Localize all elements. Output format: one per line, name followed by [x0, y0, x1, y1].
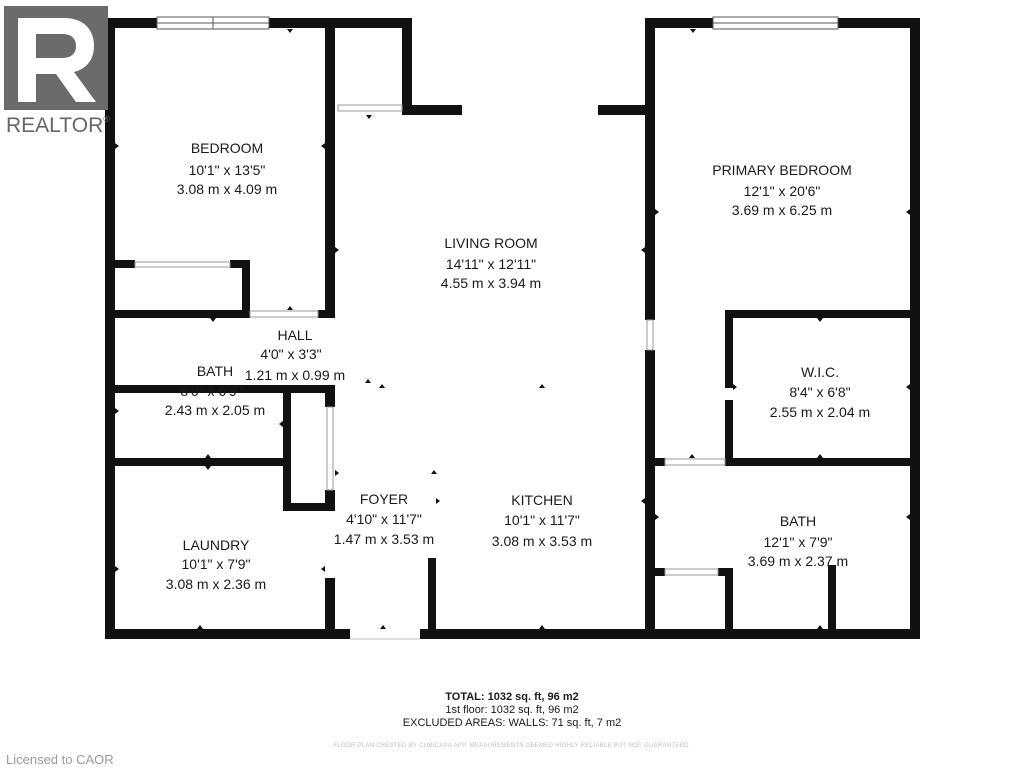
- wall-bath-top-left: [645, 458, 665, 466]
- wall-ensuite-closet-right: [725, 568, 733, 639]
- interior-walls: [105, 18, 920, 639]
- windows: [156, 16, 839, 640]
- room-name: BEDROOM: [191, 140, 263, 156]
- registered-mark: ®: [103, 114, 110, 124]
- room-dimensions-imperial: 10'1" x 11'7": [504, 512, 580, 528]
- room-dimensions-metric: 3.69 m x 6.25 m: [732, 202, 832, 218]
- wall-bedroom-bottom: [105, 310, 250, 318]
- wall-ensuite-closet-top: [645, 568, 665, 576]
- wall-primary-left-lower: [645, 350, 655, 639]
- room-dimensions-metric: 1.47 m x 3.53 m: [334, 531, 434, 547]
- room-dimensions-imperial: 14'11" x 12'11": [446, 256, 536, 272]
- floor-area: 1st floor: 1032 sq. ft, 96 m2: [445, 704, 579, 716]
- wall-bath-top: [105, 385, 332, 393]
- room-dimensions-imperial: 4'0" x 3'3": [260, 346, 321, 362]
- room-name: BATH: [780, 513, 816, 529]
- opening-living: [462, 104, 598, 116]
- room-kitchen: KITCHEN 10'1" x 11'7" 3.08 m x 3.53 m: [492, 492, 592, 549]
- room-name: BATH: [197, 363, 233, 379]
- room-foyer: FOYER 4'10" x 11'7" 1.47 m x 3.53 m: [334, 491, 434, 547]
- room-dimensions-imperial: 10'1" x 13'5": [189, 162, 266, 178]
- room-hall: HALL 4'0" x 3'3" 1.21 m x 0.99 m: [245, 327, 345, 383]
- wall-closet-top-right: [230, 260, 250, 268]
- wall-kitchen-left: [428, 558, 436, 639]
- realtor-logo: [4, 6, 108, 110]
- wall-ensuite-stub: [828, 565, 836, 639]
- room-name: KITCHEN: [511, 492, 572, 508]
- room-name: HALL: [277, 327, 312, 343]
- room-dimensions-metric: 1.21 m x 0.99 m: [245, 367, 345, 383]
- wall-wic-bottom: [725, 458, 920, 466]
- logo-r-letter: [18, 18, 96, 102]
- licensed-to: Licensed to CAOR: [6, 752, 114, 767]
- disclaimer: FLOOR PLAN CREATED BY CUBICASA APP. MEAS…: [333, 743, 691, 749]
- room-dimensions-imperial: 10'1" x 7'9": [182, 556, 251, 572]
- room-name: FOYER: [360, 491, 408, 507]
- closets: [134, 104, 726, 576]
- room-name: LIVING ROOM: [444, 235, 537, 251]
- total-label: TOTAL:: [445, 691, 485, 703]
- wall-bottom-left: [105, 629, 350, 639]
- wall-primary-left: [645, 105, 655, 320]
- room-dimensions-metric: 3.08 m x 4.09 m: [177, 181, 277, 197]
- excluded-areas: EXCLUDED AREAS: WALLS: 71 sq. ft, 7 m2: [402, 717, 622, 729]
- room-dimensions-metric: 3.08 m x 2.36 m: [166, 576, 266, 592]
- wall-laundry-right-upper: [325, 490, 335, 511]
- room-dimensions-imperial: 4'10" x 11'7": [346, 511, 422, 527]
- room-bedroom: BEDROOM 10'1" x 13'5" 3.08 m x 4.09 m: [177, 140, 277, 197]
- room-dimensions-imperial: 8'0" x 6'9": [180, 383, 241, 399]
- room-dimensions-metric: 2.43 m x 2.05 m: [165, 402, 265, 418]
- room-bath: BATH 8'0" x 6'9" 2.43 m x 2.05 m: [165, 363, 265, 418]
- room-labels: BEDROOM 10'1" x 13'5" 3.08 m x 4.09 m LI…: [165, 140, 870, 592]
- room-dimensions-metric: 3.08 m x 3.53 m: [492, 533, 592, 549]
- wall-chase-left: [283, 390, 291, 510]
- wall-primary-left-upper: [645, 18, 655, 115]
- room-ensuite-bath: BATH 12'1" x 7'9" 3.69 m x 2.37 m: [748, 513, 848, 569]
- wall-wic-left: [725, 310, 733, 388]
- wall-bedroom-right: [325, 18, 335, 315]
- wall-foyer-left-stub: [325, 385, 335, 407]
- opening-foyer-door: [350, 628, 420, 640]
- total-area: TOTAL: 1032 sq. ft, 96 m2: [0, 691, 1024, 704]
- wall-laundry-right-lower: [325, 578, 335, 639]
- wall-bottom-right: [420, 629, 920, 639]
- room-dimensions-metric: 4.55 m x 3.94 m: [441, 275, 541, 291]
- wall-right: [910, 18, 920, 639]
- room-dimensions-imperial: 12'1" x 20'6": [744, 183, 821, 199]
- realtor-wordmark: REALTOR®: [6, 114, 110, 137]
- wall-closet-side: [242, 260, 250, 317]
- wall-closet-top: [105, 260, 135, 268]
- room-name: PRIMARY BEDROOM: [712, 162, 852, 178]
- room-dimensions-metric: 3.69 m x 2.37 m: [748, 553, 848, 569]
- room-name: LAUNDRY: [183, 537, 250, 553]
- room-name: W.I.C.: [801, 364, 839, 380]
- room-living-room: LIVING ROOM 14'11" x 12'11" 4.55 m x 3.9…: [441, 235, 541, 291]
- room-laundry: LAUNDRY 10'1" x 7'9" 3.08 m x 2.36 m: [166, 537, 266, 592]
- wall-chase-bottom: [283, 503, 335, 511]
- wall-wic-left-lower: [725, 400, 733, 466]
- total-value: 1032 sq. ft, 96 m2: [487, 691, 579, 703]
- wall-left: [105, 18, 115, 639]
- room-dimensions-imperial: 12'1" x 7'9": [764, 534, 833, 550]
- room-primary-bedroom: PRIMARY BEDROOM 12'1" x 20'6" 3.69 m x 6…: [712, 162, 852, 218]
- dimension-ticks: [115, 29, 910, 629]
- wall-notch-right: [402, 18, 412, 115]
- wall-bath-bottom: [105, 458, 285, 466]
- wall-wic-top: [725, 310, 920, 318]
- wall-hall-bottom-right: [318, 310, 335, 318]
- room-dimensions-metric: 2.55 m x 2.04 m: [770, 404, 870, 420]
- room-wic: W.I.C. 8'4" x 6'8" 2.55 m x 2.04 m: [770, 364, 870, 420]
- room-dimensions-imperial: 8'4" x 6'8": [789, 384, 850, 400]
